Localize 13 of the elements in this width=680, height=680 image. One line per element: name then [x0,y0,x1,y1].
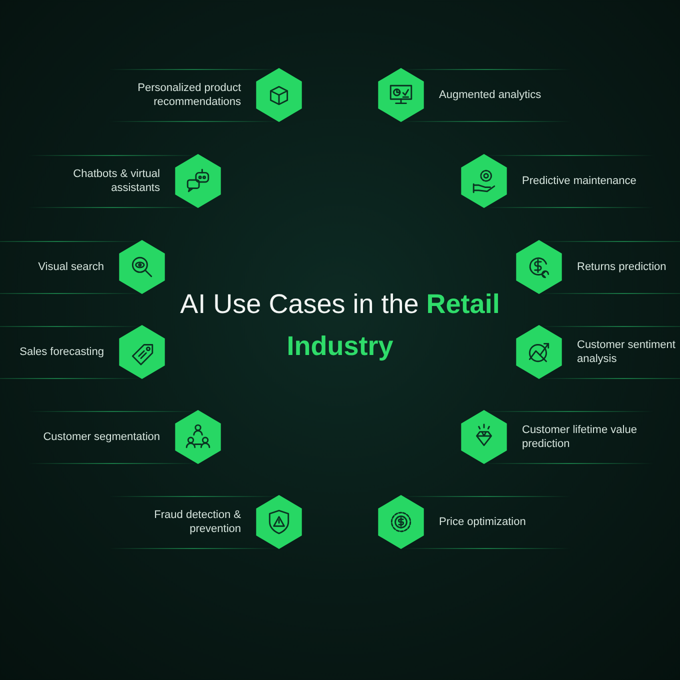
use-case-label: Personalized product recommendations [136,81,241,109]
use-case-label: Customer sentiment analysis [577,338,676,366]
use-case-label: Customer segmentation [42,430,160,444]
use-case-label: Chatbots & virtual assistants [72,167,160,195]
use-case-label: Augmented analytics [439,88,542,102]
use-case-label: Fraud detection & prevention [153,508,241,536]
use-case-label: Visual search [37,260,104,274]
title: AI Use Cases in the Retail Industry [179,288,501,363]
use-case-label: Returns prediction [577,260,668,274]
use-case-label: Sales forecasting [18,345,104,359]
use-case-label: Price optimization [439,515,527,529]
use-case-label: Predictive maintenance [522,174,638,188]
use-case-label: Customer lifetime value prediction [522,423,638,451]
